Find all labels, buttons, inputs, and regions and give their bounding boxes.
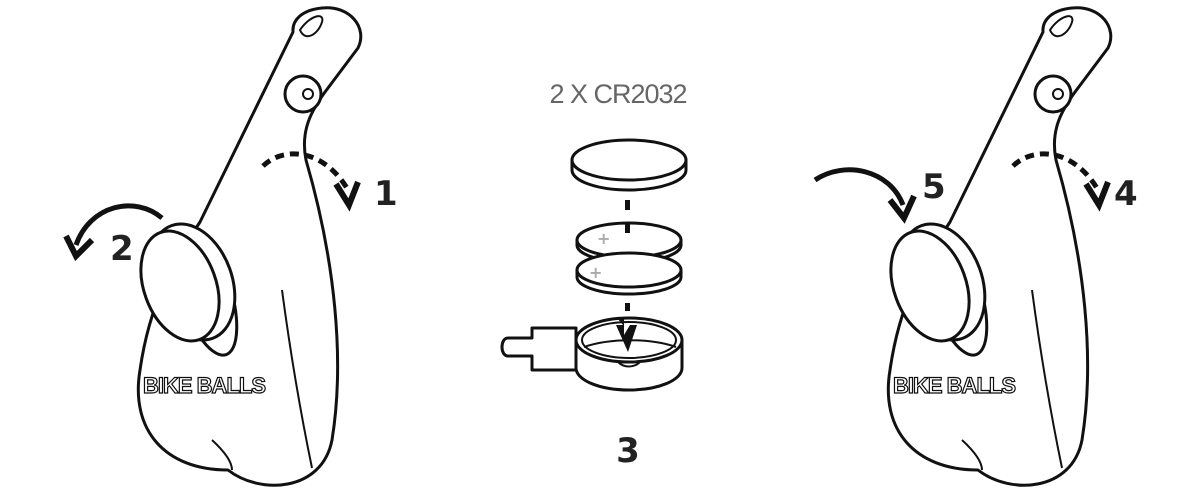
- rotate-arrow-2-icon: [63, 203, 164, 262]
- step-1-label: 1: [374, 174, 398, 214]
- rotate-arrow-1-icon: [261, 151, 361, 212]
- device-right: BIKE BALLS: [875, 6, 1113, 487]
- step-2-label: 2: [110, 229, 134, 269]
- coin-cell-battery-2: +: [575, 251, 683, 296]
- battery-cover: [570, 138, 688, 192]
- battery-holder: [500, 316, 684, 392]
- step-5-label: 5: [922, 167, 946, 207]
- brand-logo-right: BIKE BALLS: [893, 373, 1015, 398]
- device-left: BIKE BALLS: [125, 6, 363, 487]
- battery-type-label: 2 X CR2032: [549, 79, 686, 109]
- rotate-arrow-4-icon: [1011, 151, 1111, 212]
- plus-icon: +: [589, 263, 602, 282]
- brand-logo-left: BIKE BALLS: [143, 373, 265, 398]
- rotate-arrow-5-icon: [813, 167, 917, 224]
- plus-icon: +: [597, 229, 610, 248]
- step-4-label: 4: [1114, 174, 1138, 214]
- step-3-label: 3: [616, 431, 640, 471]
- insert-arrow-icon: [616, 318, 637, 352]
